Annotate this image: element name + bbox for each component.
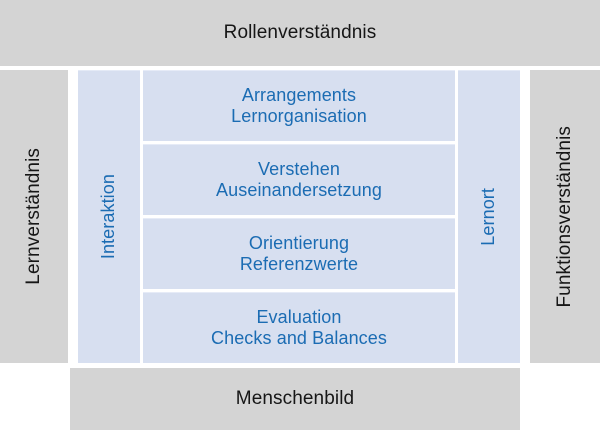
- left-band-lernverstaendnis: Lernverständnis: [0, 70, 68, 363]
- right-band-funktionsverstaendnis: Funktionsverständnis: [530, 70, 600, 363]
- center-cell-verstehen-line2: Auseinandersetzung: [216, 180, 382, 200]
- top-band-label: Rollenverständnis: [223, 21, 377, 43]
- bottom-band-menschenbild: Menschenbild: [70, 368, 520, 430]
- center-cell-evaluation-line1: Evaluation: [256, 306, 342, 327]
- inner-column-interaktion: Interaktion: [78, 70, 140, 363]
- top-band-rollenverstaendnis: Rollenverständnis: [0, 0, 600, 66]
- inner-column-lernort: Lernort: [458, 70, 520, 363]
- center-cell-arrangements-line1: Arrangements: [241, 84, 357, 105]
- right-band-label: Funktionsverständnis: [553, 125, 575, 308]
- left-band-label: Lernverständnis: [22, 148, 44, 285]
- center-cell-verstehen-line1: Verstehen: [258, 158, 340, 179]
- center-cell-arrangements-line2: Lernorganisation: [231, 106, 367, 126]
- center-cell-orientierung-line2: Referenzwerte: [239, 254, 359, 274]
- center-cell-evaluation-line2: Checks and Balances: [210, 328, 387, 348]
- bottom-band-label: Menschenbild: [235, 387, 355, 409]
- inner-column-interaktion-label: Interaktion: [98, 174, 119, 260]
- inner-column-lernort-label: Lernort: [478, 188, 499, 246]
- center-cell-orientierung-line1: Orientierung: [248, 232, 350, 253]
